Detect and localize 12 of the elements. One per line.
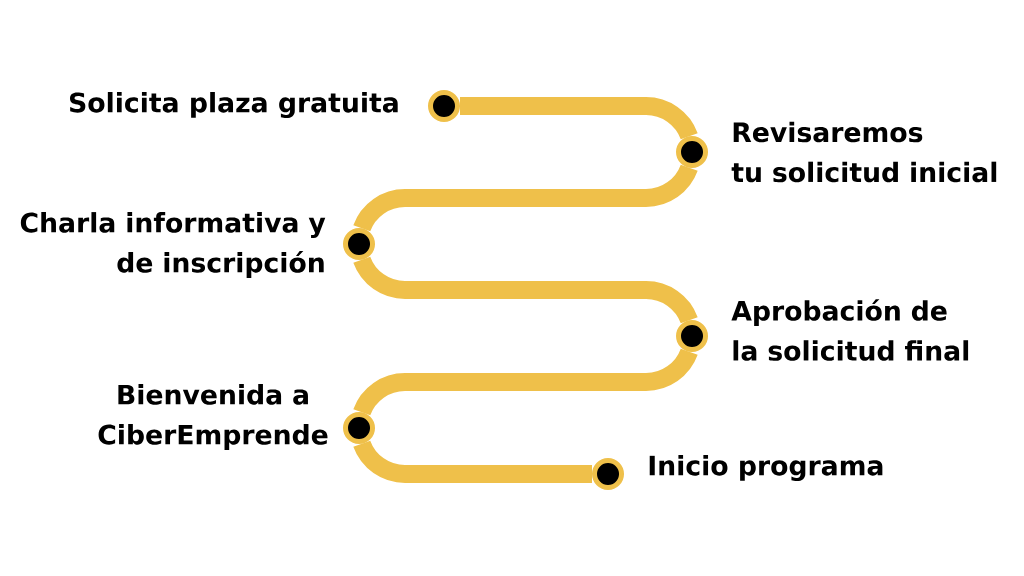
timeline-dot [676,136,708,168]
timeline-dot [343,412,375,444]
step-label: Aprobación de la solicitud final [731,299,969,361]
timeline-dot [676,320,708,352]
step-label: Bienvenida a CiberEmprende [98,384,328,450]
timeline-dot [592,458,624,490]
step-label: Revisaremos tu solicitud inicial [731,121,997,183]
timeline-dot [343,228,375,260]
step-label: Inicio programa [649,455,883,481]
timeline-dot [428,90,460,122]
step-label: Charla informativa y de inscripción [20,212,326,278]
step-label: Solicita plaza gratuita [70,92,398,118]
